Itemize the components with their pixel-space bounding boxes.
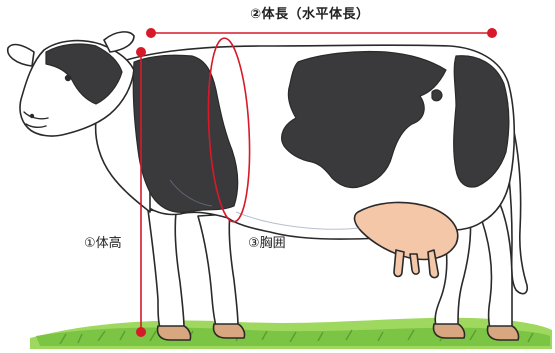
heart-girth-label: ③胸囲 (248, 236, 286, 252)
body-length-measure (146, 28, 497, 38)
body-length-label: ②体長（水平体長） (250, 7, 370, 23)
grass (30, 318, 552, 349)
body-height-label: ①体高 (84, 236, 122, 252)
